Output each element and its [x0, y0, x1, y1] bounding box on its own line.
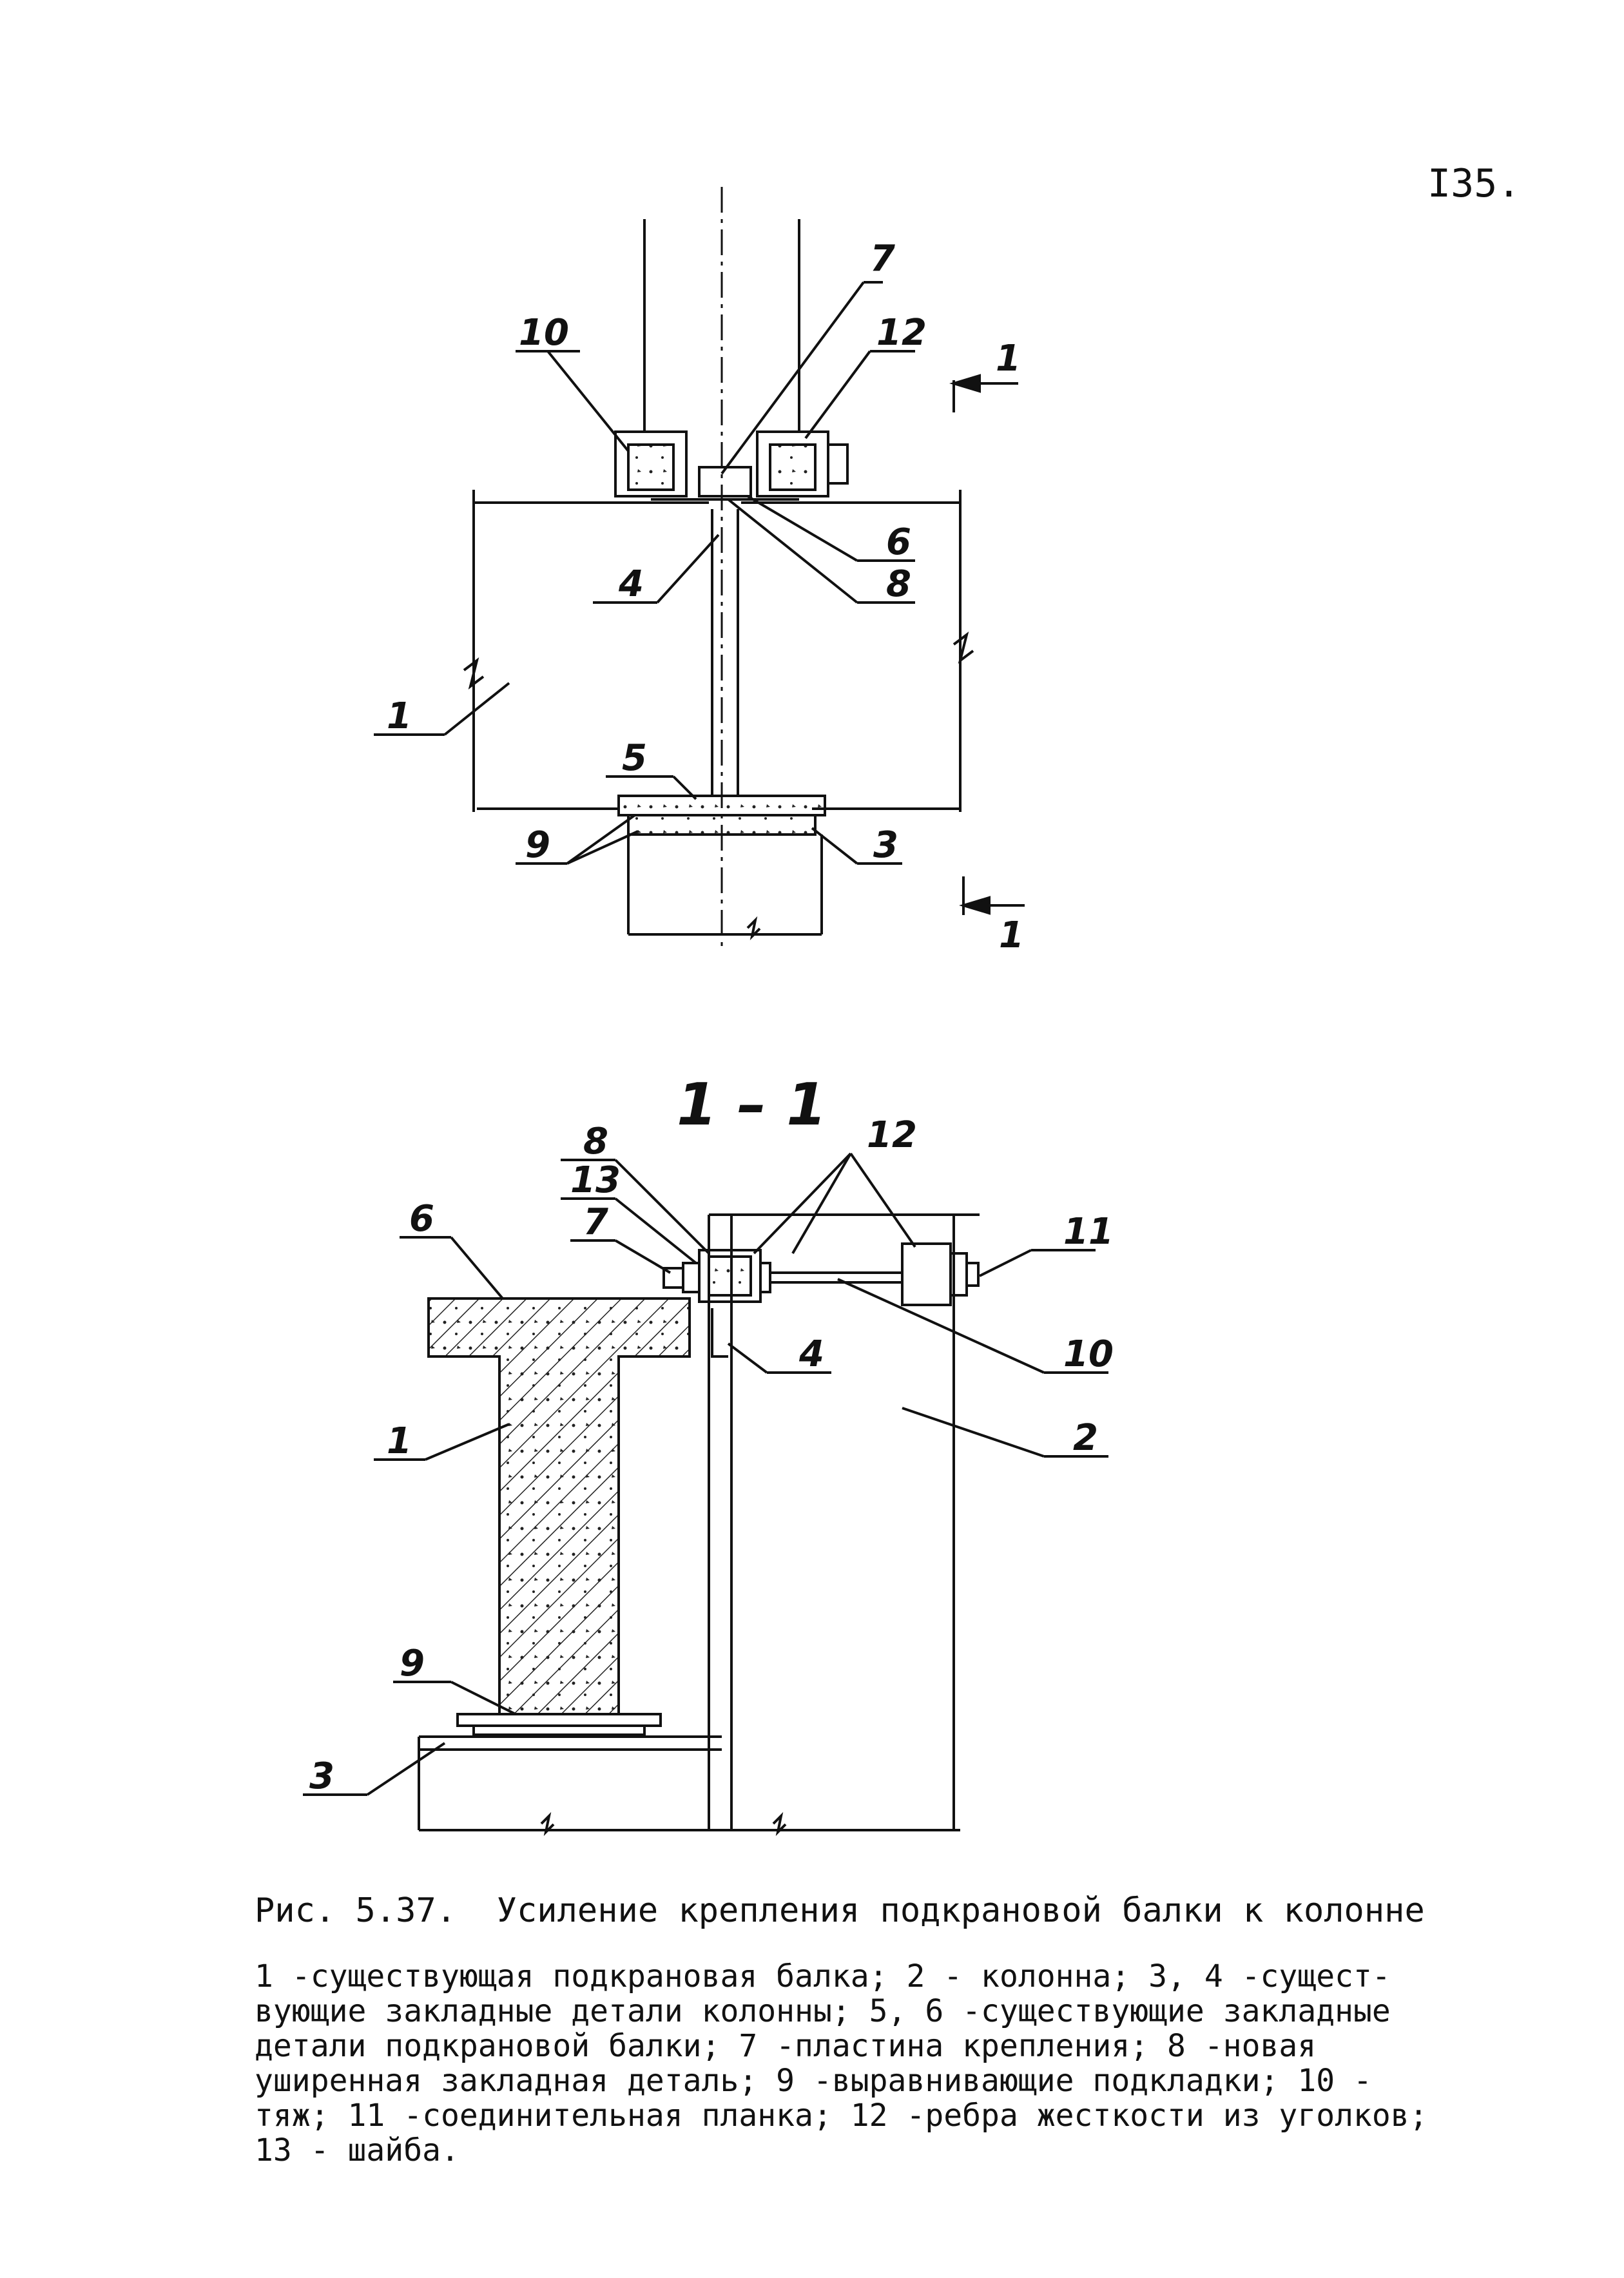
label-5: 5	[622, 737, 647, 779]
label-4: 4	[798, 1333, 824, 1375]
plan-view-labels: 7 10 12 1 6 4 8 1 5 9 3 1	[387, 238, 1024, 956]
label-1: 1	[387, 695, 412, 737]
label-3: 3	[873, 824, 898, 866]
label-1: 1	[387, 1420, 412, 1462]
label-13: 13	[570, 1159, 621, 1201]
label-section-bottom: 1	[999, 914, 1024, 956]
label-7: 7	[870, 238, 895, 280]
label-7: 7	[583, 1201, 608, 1243]
figure-legend: 1 -существующая подкрановая балка; 2 - к…	[255, 1958, 1428, 2168]
section-view-labels: 8 13 12 6 7 11 4 10 1 2 9 3	[309, 1114, 1114, 1797]
label-6: 6	[409, 1198, 434, 1240]
label-4: 4	[618, 563, 644, 605]
label-9: 9	[525, 824, 550, 866]
label-12: 12	[876, 312, 927, 354]
label-11: 11	[1063, 1211, 1114, 1253]
label-10: 10	[1063, 1333, 1114, 1375]
plan-view	[374, 187, 1025, 947]
label-8: 8	[886, 563, 911, 605]
section-view	[303, 1152, 1108, 1837]
label-3: 3	[309, 1755, 334, 1797]
label-section-top: 1	[996, 338, 1021, 380]
label-9: 9	[400, 1643, 425, 1684]
label-2: 2	[1073, 1417, 1098, 1459]
label-6: 6	[886, 521, 911, 563]
figure-caption: Рис. 5.37. Усиление крепления подкраново…	[255, 1891, 1425, 1930]
label-8: 8	[583, 1121, 608, 1163]
label-10: 10	[519, 312, 569, 354]
label-12: 12	[867, 1114, 917, 1156]
page-number: I35.	[1427, 161, 1521, 206]
section-title: 1 – 1	[677, 1071, 827, 1139]
